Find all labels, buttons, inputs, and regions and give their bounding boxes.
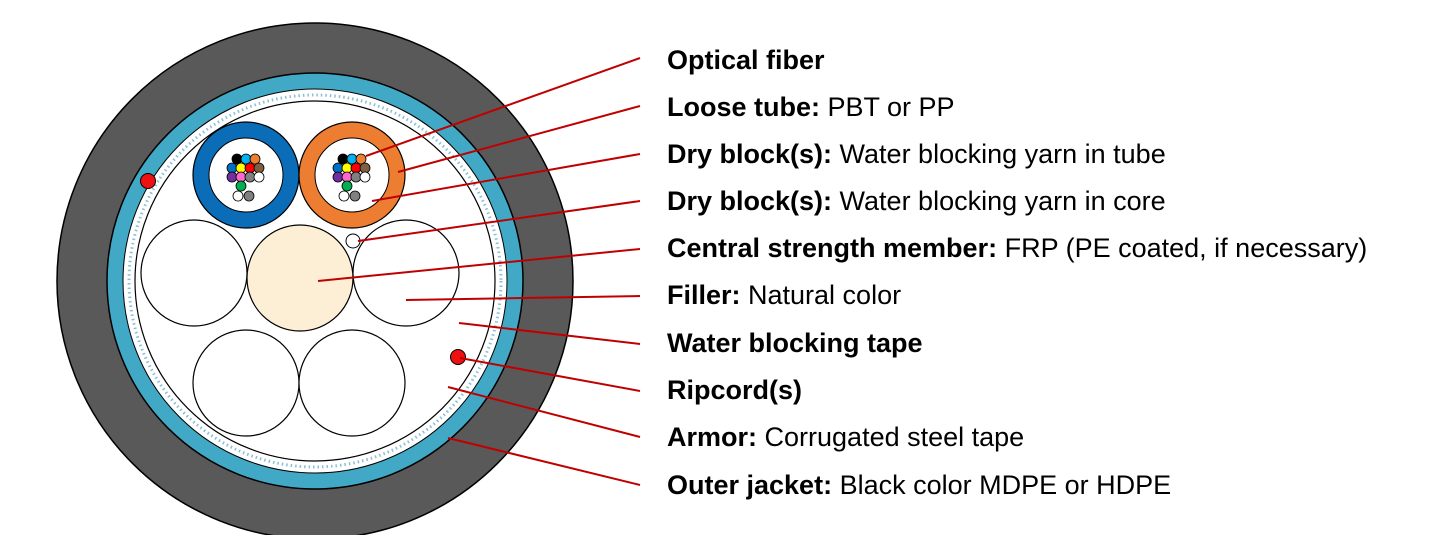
orange-tube-fiber-2 (346, 153, 358, 165)
label-armor-bold: Armor: (667, 422, 758, 452)
orange-tube-fiber-3 (355, 153, 367, 165)
label-loose-tube-bold: Loose tube: (667, 92, 820, 122)
orange-tube-fiber-6 (350, 162, 362, 174)
leader-line-optical-fiber (365, 57, 641, 157)
ripcord-top-left (140, 173, 156, 189)
blue-tube-fiber-extra-1 (232, 190, 244, 202)
label-dry-block-tube-rest: Water blocking yarn in tube (832, 139, 1166, 169)
label-filler-rest: Natural color (740, 280, 902, 310)
label-outer-jacket: Outer jacket: Black color MDPE or HDPE (667, 469, 1171, 501)
leader-line-loose-tube (397, 105, 641, 173)
leader-line-armor (447, 386, 641, 438)
label-ripcord-bold: Ripcord(s) (667, 375, 802, 405)
label-list: Optical fiber Loose tube: PBT or PP Dry … (667, 0, 1447, 535)
label-dry-block-core-bold: Dry block(s): (667, 186, 833, 216)
blue-tube-fiber-10 (244, 171, 256, 183)
blue-tube-fiber-9 (235, 171, 247, 183)
fiber-group-blue-tube (226, 153, 265, 202)
orange-tube-fiber-4 (332, 162, 344, 174)
filler-bottom-left (192, 329, 300, 437)
dry-block-core-yarn (345, 233, 361, 249)
orange-tube-fiber-10 (350, 171, 362, 183)
label-outer-jacket-bold: Outer jacket: (667, 470, 833, 500)
label-ripcord: Ripcord(s) (667, 374, 802, 406)
label-dry-block-core-rest: Water blocking yarn in core (832, 186, 1166, 216)
leader-line-outer-jacket (447, 437, 641, 486)
blue-tube-fiber-8 (226, 171, 238, 183)
blue-tube-fiber-4 (226, 162, 238, 174)
orange-tube-fiber-extra-1 (338, 190, 350, 202)
orange-tube-fiber-8 (332, 171, 344, 183)
blue-tube-fiber-6 (244, 162, 256, 174)
blue-tube-fiber-extra-2 (243, 190, 255, 202)
orange-tube-fiber-extra-2 (349, 190, 361, 202)
label-filler-bold: Filler: (667, 280, 741, 310)
blue-tube-fiber-11 (253, 171, 265, 183)
leader-line-dry-block-core (357, 200, 641, 242)
label-water-blocking-tape: Water blocking tape (667, 327, 923, 359)
leader-line-dry-block-tube (371, 153, 641, 202)
label-loose-tube: Loose tube: PBT or PP (667, 91, 955, 123)
filler-bottom-right (298, 329, 406, 437)
blue-tube-fiber-7 (253, 162, 265, 174)
label-loose-tube-rest: PBT or PP (820, 92, 955, 122)
leader-line-central-member (317, 248, 641, 282)
blue-tube-fiber-5 (235, 162, 247, 174)
label-dry-block-core: Dry block(s): Water blocking yarn in cor… (667, 185, 1166, 217)
label-central-strength-member-rest: FRP (PE coated, if necessary) (997, 233, 1368, 263)
leader-lines (317, 57, 641, 486)
ripcord-bottom-right (450, 349, 466, 365)
central-strength-member (246, 224, 354, 332)
leader-line-filler (405, 295, 641, 301)
label-armor-rest: Corrugated steel tape (757, 422, 1025, 452)
label-optical-fiber-bold: Optical fiber (667, 45, 825, 75)
leader-line-water-blocking-tape (458, 322, 641, 345)
orange-tube-fiber-12 (341, 180, 353, 192)
label-outer-jacket-rest: Black color MDPE or HDPE (832, 470, 1172, 500)
label-dry-block-tube-bold: Dry block(s): (667, 139, 833, 169)
orange-tube-fiber-1 (337, 153, 349, 165)
orange-tube-fiber-9 (341, 171, 353, 183)
blue-tube-fiber-2 (240, 153, 252, 165)
label-central-strength-member: Central strength member: FRP (PE coated,… (667, 232, 1367, 264)
label-water-blocking-tape-bold: Water blocking tape (667, 328, 923, 358)
blue-tube-fiber-3 (249, 153, 261, 165)
label-armor: Armor: Corrugated steel tape (667, 421, 1024, 453)
water-blocking-tape (127, 93, 503, 469)
label-optical-fiber: Optical fiber (667, 44, 825, 76)
orange-tube-fiber-7 (359, 162, 371, 174)
filler-left (140, 219, 248, 327)
leader-line-ripcord (459, 357, 641, 392)
label-filler: Filler: Natural color (667, 279, 901, 311)
orange-tube-fiber-5 (341, 162, 353, 174)
blue-tube-fiber-1 (231, 153, 243, 165)
fiber-group-orange-tube (332, 153, 371, 202)
label-central-strength-member-bold: Central strength member: (667, 233, 998, 263)
label-dry-block-tube: Dry block(s): Water blocking yarn in tub… (667, 138, 1166, 170)
orange-tube-fiber-11 (359, 171, 371, 183)
blue-tube-fiber-12 (235, 180, 247, 192)
